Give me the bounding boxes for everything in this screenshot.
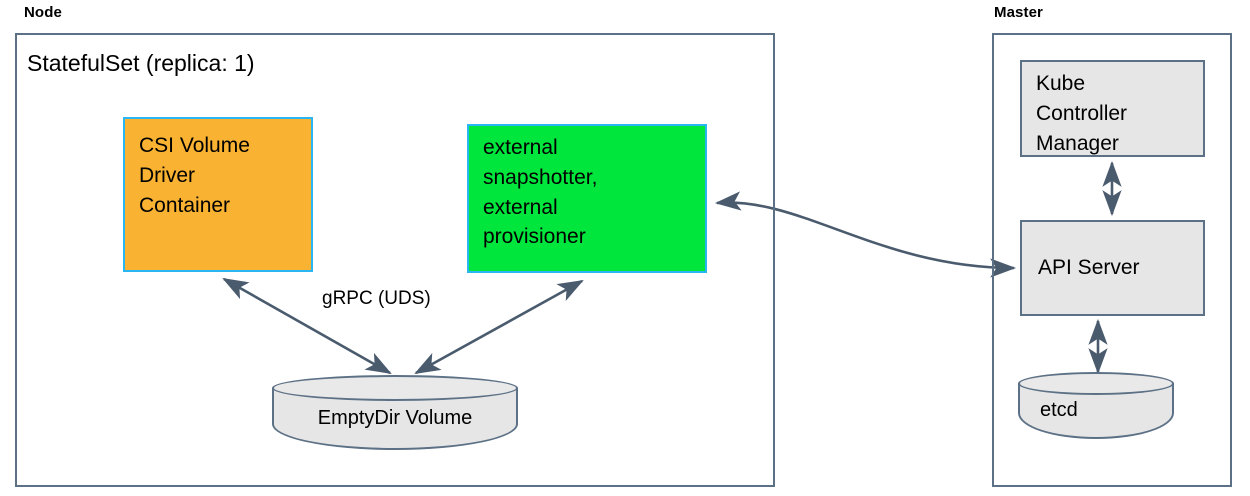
grpc-uds-edge-label: gRPC (UDS) bbox=[322, 288, 431, 309]
emptydir-volume-label: EmptyDir Volume bbox=[317, 407, 473, 429]
api-server-box[interactable]: API Server bbox=[1020, 220, 1205, 316]
node-group-box bbox=[15, 33, 775, 487]
kcm-line-2: Controller bbox=[1036, 101, 1128, 125]
statefulset-title: StatefulSet (replica: 1) bbox=[27, 50, 255, 76]
csi-driver-line-3: Container bbox=[139, 193, 231, 217]
csi-driver-line-2: Driver bbox=[139, 163, 195, 187]
sidecar-line-4: provisioner bbox=[483, 225, 586, 249]
etcd-cylinder-top bbox=[1018, 372, 1174, 395]
sidecar-line-1: external bbox=[483, 136, 558, 159]
node-group-label: Node bbox=[24, 4, 62, 21]
kcm-line-1: Kube bbox=[1036, 72, 1086, 95]
kcm-line-3: Manager bbox=[1036, 131, 1119, 155]
csi-driver-line-1: CSI Volume bbox=[139, 134, 250, 157]
kube-controller-manager-box[interactable]: Kube Controller Manager bbox=[1020, 60, 1205, 157]
api-server-label: API Server bbox=[1038, 256, 1140, 280]
csi-volume-driver-container-box[interactable]: CSI Volume Driver Container bbox=[123, 117, 313, 272]
sidecar-line-2: snapshotter, bbox=[483, 165, 598, 189]
external-sidecars-box[interactable]: external snapshotter, external provision… bbox=[467, 124, 707, 273]
etcd-label: etcd bbox=[1040, 399, 1078, 421]
sidecar-line-3: external bbox=[483, 195, 558, 219]
etcd-cylinder[interactable]: etcd bbox=[1018, 372, 1174, 439]
master-group-label: Master bbox=[994, 4, 1043, 21]
emptydir-volume-cylinder[interactable]: EmptyDir Volume bbox=[272, 375, 518, 450]
emptydir-cylinder-body bbox=[272, 388, 518, 450]
master-group-box bbox=[992, 33, 1232, 487]
emptydir-cylinder-top bbox=[272, 375, 518, 401]
